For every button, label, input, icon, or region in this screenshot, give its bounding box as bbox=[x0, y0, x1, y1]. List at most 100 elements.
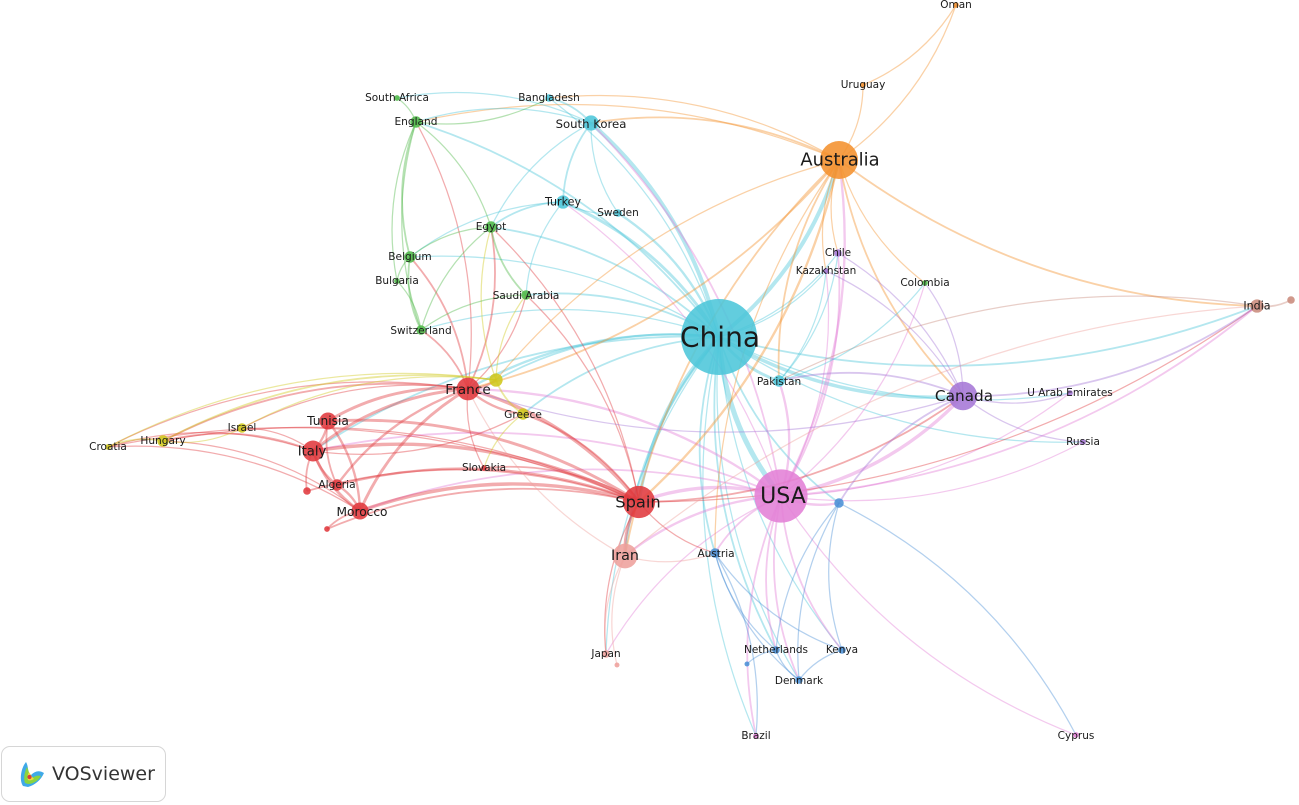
label-canada[interactable]: Canada bbox=[935, 387, 993, 405]
node-turkey[interactable] bbox=[556, 195, 570, 209]
node-unlabeled_red2[interactable] bbox=[324, 526, 330, 532]
node-russia[interactable] bbox=[1080, 439, 1086, 445]
label-southafrica[interactable]: South Africa bbox=[365, 92, 429, 104]
label-egypt[interactable]: Egypt bbox=[476, 221, 507, 233]
link-france-australia bbox=[467, 159, 840, 390]
label-belgium[interactable]: Belgium bbox=[388, 251, 431, 263]
node-croatia[interactable] bbox=[105, 444, 111, 450]
node-india[interactable] bbox=[1250, 299, 1264, 313]
node-austria[interactable] bbox=[710, 548, 720, 558]
label-france[interactable]: France bbox=[445, 382, 491, 398]
node-bulgaria[interactable] bbox=[394, 278, 400, 284]
node-england[interactable] bbox=[410, 116, 422, 128]
node-tunisia[interactable] bbox=[319, 412, 337, 430]
label-slovakia[interactable]: Slovakia bbox=[462, 462, 506, 474]
node-morocco[interactable] bbox=[351, 502, 369, 520]
label-southkorea[interactable]: South Korea bbox=[556, 117, 627, 131]
node-switzerland[interactable] bbox=[416, 325, 426, 335]
node-chile[interactable] bbox=[834, 249, 842, 257]
node-greece[interactable] bbox=[517, 408, 529, 420]
node-china[interactable] bbox=[681, 299, 757, 375]
label-hungary[interactable]: Hungary bbox=[140, 435, 185, 447]
label-brazil[interactable]: Brazil bbox=[741, 730, 770, 742]
label-colombia[interactable]: Colombia bbox=[900, 277, 949, 289]
node-unlabeled_japan[interactable] bbox=[614, 662, 620, 668]
node-algeria[interactable] bbox=[331, 479, 343, 491]
label-china[interactable]: China bbox=[680, 321, 760, 354]
node-saudi[interactable] bbox=[521, 290, 531, 300]
node-bangladesh[interactable] bbox=[545, 94, 553, 102]
node-colombia[interactable] bbox=[922, 280, 928, 286]
label-bulgaria[interactable]: Bulgaria bbox=[375, 275, 419, 287]
label-chile[interactable]: Chile bbox=[825, 247, 851, 259]
label-oman[interactable]: Oman bbox=[940, 0, 972, 11]
node-brazil[interactable] bbox=[753, 733, 759, 739]
node-israel[interactable] bbox=[237, 423, 247, 433]
link-china-uae bbox=[718, 336, 1071, 401]
label-croatia[interactable]: Croatia bbox=[89, 441, 127, 453]
label-pakistan[interactable]: Pakistan bbox=[757, 376, 801, 388]
node-cyprus[interactable] bbox=[1073, 732, 1079, 738]
node-kenya[interactable] bbox=[838, 646, 846, 654]
node-uae[interactable] bbox=[1067, 390, 1073, 396]
node-uruguay[interactable] bbox=[860, 82, 866, 88]
node-unlabeled_yellow[interactable] bbox=[489, 373, 503, 387]
label-algeria[interactable]: Algeria bbox=[318, 479, 355, 491]
label-russia[interactable]: Russia bbox=[1066, 436, 1100, 448]
node-hungary[interactable] bbox=[157, 435, 169, 447]
node-egypt[interactable] bbox=[485, 221, 497, 233]
node-spain[interactable] bbox=[622, 485, 656, 519]
label-usa[interactable]: USA bbox=[760, 483, 806, 509]
label-australia[interactable]: Australia bbox=[800, 150, 879, 171]
node-netherlands[interactable] bbox=[772, 646, 780, 654]
node-oman[interactable] bbox=[953, 2, 959, 8]
node-unlabeled_nl[interactable] bbox=[744, 661, 750, 667]
label-kenya[interactable]: Kenya bbox=[826, 644, 858, 656]
label-spain[interactable]: Spain bbox=[615, 493, 661, 512]
label-japan[interactable]: Japan bbox=[590, 648, 620, 660]
label-tunisia[interactable]: Tunisia bbox=[306, 414, 349, 428]
node-pakistan[interactable] bbox=[773, 375, 785, 387]
node-belgium[interactable] bbox=[404, 251, 416, 263]
label-turkey[interactable]: Turkey bbox=[544, 196, 582, 209]
label-saudi[interactable]: Saudi Arabia bbox=[493, 290, 560, 302]
label-england[interactable]: England bbox=[394, 116, 437, 128]
label-denmark[interactable]: Denmark bbox=[775, 675, 824, 687]
label-netherlands[interactable]: Netherlands bbox=[744, 644, 808, 656]
node-sweden[interactable] bbox=[614, 209, 622, 217]
node-iran[interactable] bbox=[612, 543, 638, 569]
node-denmark[interactable] bbox=[795, 676, 803, 684]
label-greece[interactable]: Greece bbox=[504, 409, 542, 421]
node-usa[interactable] bbox=[754, 469, 808, 523]
node-unlabeled_blue[interactable] bbox=[834, 498, 844, 508]
node-slovakia[interactable] bbox=[481, 465, 487, 471]
link-italy-hungary bbox=[162, 432, 314, 452]
node-canada[interactable] bbox=[948, 381, 978, 411]
label-bangladesh[interactable]: Bangladesh bbox=[518, 92, 580, 104]
label-uae[interactable]: U Arab Emirates bbox=[1027, 387, 1113, 399]
label-iran[interactable]: Iran bbox=[611, 548, 639, 564]
label-sweden[interactable]: Sweden bbox=[597, 207, 639, 219]
label-italy[interactable]: Italy bbox=[298, 445, 327, 460]
node-italy[interactable] bbox=[302, 440, 324, 462]
label-austria[interactable]: Austria bbox=[697, 548, 734, 560]
node-kazakhstan[interactable] bbox=[823, 268, 829, 274]
node-southafrica[interactable] bbox=[394, 95, 400, 101]
vosviewer-badge[interactable]: VOSviewer bbox=[1, 746, 166, 802]
label-israel[interactable]: Israel bbox=[228, 422, 257, 434]
label-india[interactable]: India bbox=[1243, 300, 1270, 313]
node-australia[interactable] bbox=[820, 141, 858, 179]
label-switzerland[interactable]: Switzerland bbox=[390, 325, 451, 337]
link-france-slovakia bbox=[466, 388, 485, 469]
label-uruguay[interactable]: Uruguay bbox=[841, 79, 886, 91]
node-france[interactable] bbox=[456, 377, 480, 401]
node-unlabeled_india[interactable] bbox=[1287, 296, 1295, 304]
node-unlabeled_red1[interactable] bbox=[303, 487, 311, 495]
label-cyprus[interactable]: Cyprus bbox=[1058, 730, 1095, 742]
label-morocco[interactable]: Morocco bbox=[336, 505, 387, 519]
node-southkorea[interactable] bbox=[583, 115, 599, 131]
brand-label: VOSviewer bbox=[52, 763, 155, 785]
node-japan[interactable] bbox=[602, 650, 610, 658]
label-kazakhstan[interactable]: Kazakhstan bbox=[796, 265, 857, 277]
